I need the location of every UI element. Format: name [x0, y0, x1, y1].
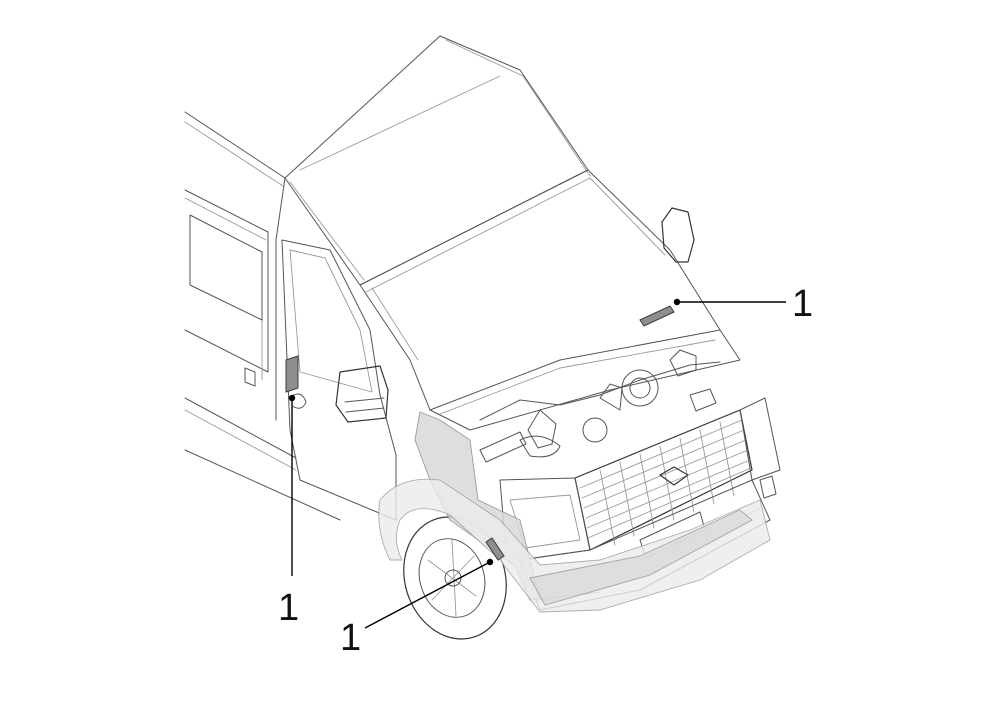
- hood-label-plate: [639, 305, 675, 327]
- callout-number-door-pillar: 1: [278, 587, 299, 629]
- leader-dot-door-pillar: [288, 394, 296, 402]
- leader-lines: [288, 298, 786, 629]
- fender-label-plate: [485, 537, 505, 561]
- leader-line-fender: [364, 561, 491, 629]
- callout-numbers: 1 1 1: [278, 283, 813, 659]
- door-pillar-label-plate: [285, 355, 299, 393]
- highlighted-body-parts: [378, 411, 771, 613]
- label-plates: [285, 305, 675, 561]
- leader-dot-fender: [486, 558, 494, 566]
- callout-number-hood: 1: [792, 283, 813, 325]
- callout-number-fender: 1: [340, 617, 361, 659]
- leader-dot-hood: [673, 298, 681, 306]
